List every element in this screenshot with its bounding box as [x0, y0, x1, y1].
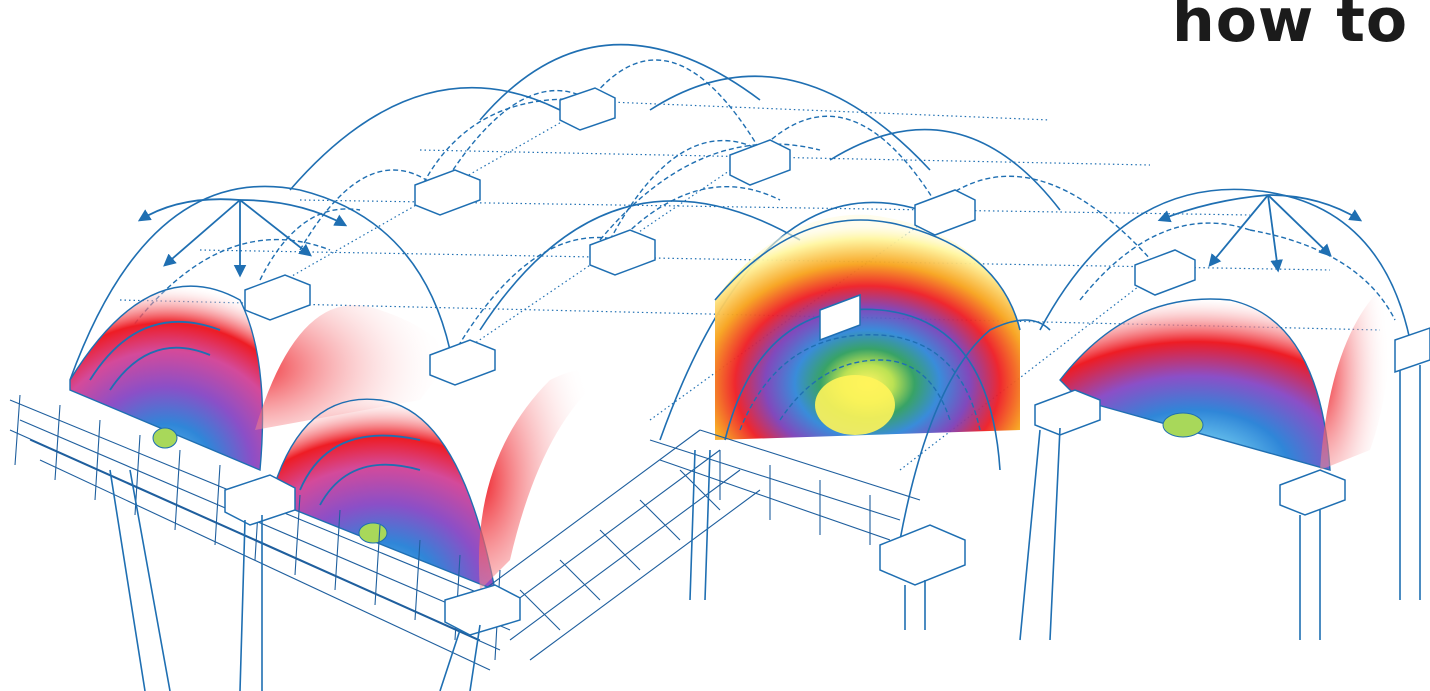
- center-contour-vault: [714, 188, 1411, 541]
- left-vault: [69, 185, 600, 592]
- right-vault: [1059, 194, 1396, 471]
- columns: [109, 365, 1421, 691]
- column-blocks: [224, 87, 1430, 636]
- slide-title: how to: [1172, 0, 1409, 56]
